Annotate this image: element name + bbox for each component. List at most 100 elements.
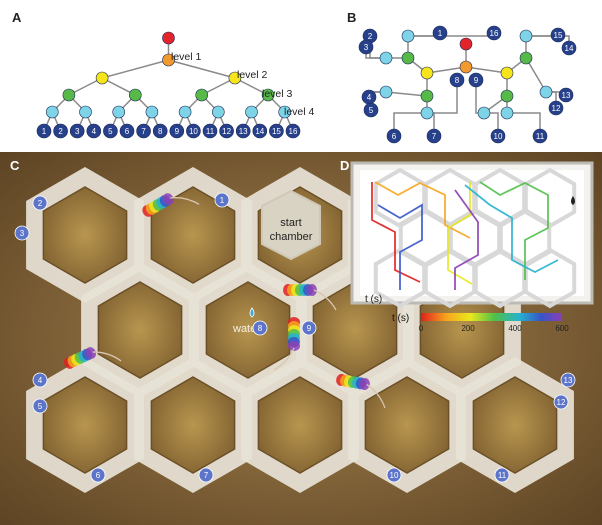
node-number: 8 [158,127,163,136]
colorbar [421,313,562,321]
leaf-node: 7 [426,128,442,144]
start-chamber-label-line2: chamber [270,231,313,243]
end-node-badge: 3 [14,225,30,241]
end-node-number: 3 [20,229,25,238]
node-number: 13 [239,127,248,136]
panel-d: D t (s) t (s) 0 200 400 600 [340,158,594,333]
node-number: 9 [474,76,479,85]
node-number: 16 [289,127,298,136]
end-node-number: 1 [220,196,225,205]
end-node-number: 11 [498,471,507,480]
level-3-node [261,88,275,102]
node-number: 16 [490,29,499,38]
level-4-node [477,106,491,120]
level-3-node [519,51,533,65]
level-4-node [379,85,393,99]
node-number: 14 [565,44,574,53]
end-node-number: 4 [38,376,43,385]
colorbar-tick-200: 200 [461,324,475,333]
node-number: 4 [367,93,372,102]
level-2-node [95,71,109,85]
node-number: 3 [75,127,80,136]
level-2-label: level 2 [237,69,268,81]
water-drop-icon-inset [571,196,575,205]
trajectory-line [464,184,559,274]
node-number: 5 [369,106,374,115]
end-node-number: 2 [38,199,43,208]
level-2-node [420,66,434,80]
leaf-node: 5 [363,102,379,118]
trajectory-line [454,189,479,290]
leaf-node: 10 [490,128,506,144]
trajectory-line [377,203,423,290]
leaf-node: 9 [169,123,185,139]
end-node-number: 13 [564,376,573,385]
node-number: 6 [125,127,130,136]
level-3-node [500,89,514,103]
node-number: 15 [272,127,281,136]
maze-cell [205,281,291,379]
node-number: 2 [368,32,373,41]
level-4-node [45,105,59,119]
leaf-node: 8 [152,123,168,139]
water-drop-icon [249,307,255,318]
level-4-node [401,29,415,43]
end-node-badge: 4 [32,372,48,388]
level-1-label: level 1 [171,51,202,63]
root-node [459,37,473,51]
node-number: 11 [536,132,545,141]
leaf-node: 3 [69,123,85,139]
node-number: 4 [92,127,97,136]
trajectory-lines [371,181,559,290]
node-number: 8 [455,76,460,85]
node-number: 1 [42,127,47,136]
leaf-node: 7 [136,123,151,139]
leaf-node: 15 [269,123,284,139]
level-2-node [500,66,514,80]
node-number: 7 [432,132,437,141]
leaf-node: 5 [103,123,118,139]
leaf-node: 1 [432,25,448,41]
trajectory-line [479,181,549,280]
level-4-node [519,29,533,43]
leaf-node: 14 [561,40,577,56]
level-1-node [459,60,473,74]
node-number: 2 [58,127,63,136]
leaf-node: 16 [285,123,301,139]
level-4-node [112,105,125,119]
level-3-node [420,89,434,103]
level-4-node [539,85,553,99]
leaf-node: 9 [468,72,484,88]
mouse [273,317,300,371]
node-number: 3 [364,43,369,52]
level-3-node [401,51,415,65]
end-node-badge: 11 [494,467,510,483]
level-4-node [145,105,159,119]
colorbar-label: t (s) [392,313,409,324]
end-node-number: 12 [557,398,566,407]
end-node-badge: 7 [198,467,214,483]
leaf-node: 8 [449,72,465,88]
end-node-number: 10 [390,471,399,480]
leaf-node: 16 [486,25,502,41]
maze-cell [97,281,183,379]
leaf-node: 2 [53,123,68,139]
end-node-badge: 2 [32,195,48,211]
start-chamber-label-line1: start [280,217,301,229]
leaf-node: 11 [532,128,548,144]
end-node-number: 5 [38,402,43,411]
maze-cell [257,376,343,474]
node-number: 10 [189,127,198,136]
node-number: 6 [392,132,397,141]
colorbar-tick-600: 600 [555,324,569,333]
end-node-badge: 8 [252,320,268,336]
node-number: 10 [494,132,503,141]
inset-axis-label: t (s) [365,294,382,305]
level-4-node [79,105,92,119]
mouse [142,193,200,217]
leaf-node: 6 [119,123,135,139]
